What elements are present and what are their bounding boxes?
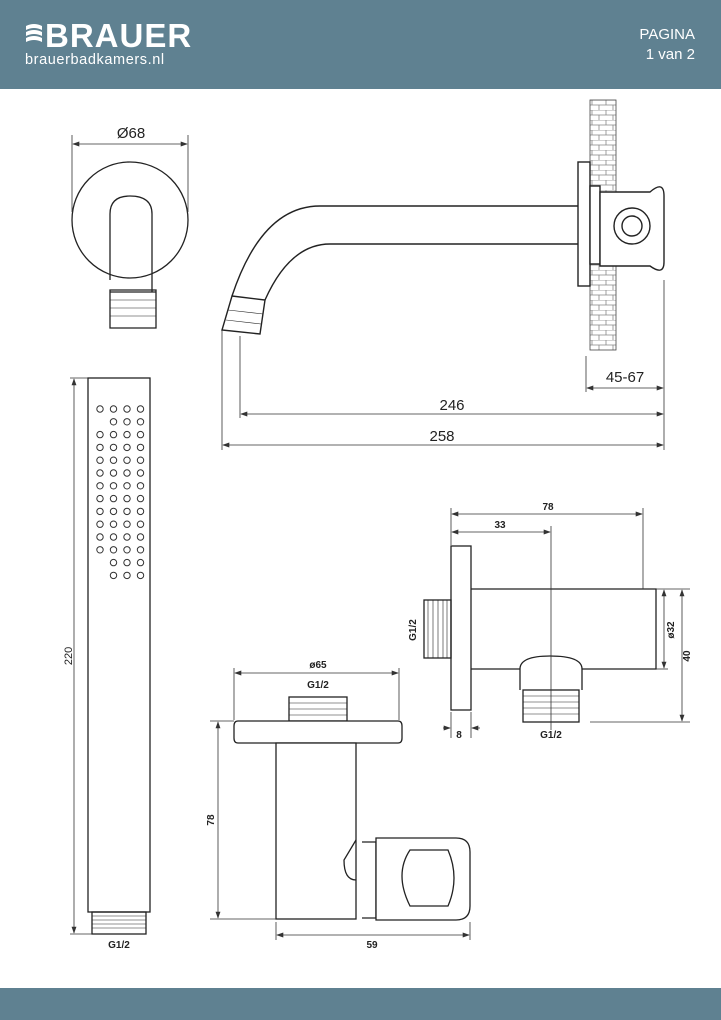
nozzle <box>109 430 118 439</box>
hand-shower <box>87 377 151 935</box>
nozzle <box>96 494 104 503</box>
label-outlet-height: 40 <box>682 650 693 662</box>
nozzle <box>123 558 131 567</box>
spout-front-view <box>71 161 189 329</box>
nozzle <box>109 533 118 541</box>
brand-logo[interactable]: BRAUER brauerbadkamers.nl <box>24 18 204 74</box>
nozzle <box>109 443 118 452</box>
nozzle <box>109 494 118 503</box>
nozzle <box>96 546 104 554</box>
nozzle <box>109 456 118 464</box>
nozzle <box>109 482 118 490</box>
nozzle <box>123 533 131 541</box>
nozzle <box>123 482 131 490</box>
nozzle <box>123 405 131 413</box>
nozzle <box>109 405 118 413</box>
nozzle <box>109 546 118 554</box>
label-base-depth: 59 <box>366 940 378 951</box>
nozzle <box>109 520 118 528</box>
nozzle <box>96 482 104 490</box>
nozzle <box>136 507 145 516</box>
nozzle <box>96 456 104 464</box>
label-shower-thread: G1/2 <box>108 940 130 951</box>
nozzle <box>136 533 145 541</box>
header-bar: BRAUER brauerbadkamers.nl PAGINA 1 van 2 <box>0 0 721 89</box>
nozzle <box>123 494 131 503</box>
nozzle <box>136 405 145 413</box>
nozzle <box>109 469 118 477</box>
nozzle <box>96 469 104 477</box>
nozzle <box>96 430 104 439</box>
label-base-thread: G1/2 <box>307 680 329 691</box>
label-length-inner: 246 <box>439 397 464 414</box>
dim-shower-length <box>70 377 92 935</box>
nozzle <box>123 418 131 426</box>
brand-name: BRAUER <box>45 17 193 54</box>
nozzle <box>136 469 145 477</box>
nozzle <box>136 456 145 464</box>
holder-base <box>233 696 471 921</box>
nozzle <box>123 520 131 528</box>
nozzle <box>136 571 145 580</box>
nozzle <box>96 533 104 541</box>
page-indicator: PAGINA 1 van 2 <box>639 25 695 65</box>
spout-side-view <box>221 161 665 335</box>
label-base-height: 78 <box>206 814 217 826</box>
page-number: 1 van 2 <box>645 46 695 63</box>
nozzle <box>123 571 131 580</box>
nozzle <box>136 482 145 490</box>
label-outlet-plate: 8 <box>456 730 462 741</box>
wall-outlet <box>423 545 657 723</box>
nozzle <box>136 546 145 554</box>
nozzle <box>123 507 131 516</box>
label-spout-diameter: Ø68 <box>117 125 145 142</box>
nozzle <box>109 418 118 426</box>
label-outlet-thread-side: G1/2 <box>408 619 419 641</box>
nozzle <box>136 558 145 567</box>
dim-spout-lengths <box>221 280 665 450</box>
dim-holder-base <box>210 668 471 940</box>
nozzle <box>123 546 131 554</box>
nozzle <box>136 443 145 452</box>
nozzle <box>96 520 104 528</box>
label-outlet-thread-bottom: G1/2 <box>540 730 562 741</box>
label-outlet-width: 78 <box>542 502 554 513</box>
footer-bar <box>0 988 721 1020</box>
nozzle <box>109 558 118 567</box>
nozzle <box>109 571 118 580</box>
nozzle <box>96 443 104 452</box>
nozzle <box>136 430 145 439</box>
nozzle <box>123 456 131 464</box>
nozzle <box>96 507 104 516</box>
page-label: PAGINA <box>639 26 695 43</box>
nozzle <box>136 494 145 503</box>
nozzle <box>136 520 145 528</box>
label-length-total: 258 <box>429 428 454 445</box>
label-wall-depth: 45-67 <box>606 369 644 386</box>
label-base-diameter: ø65 <box>309 660 327 671</box>
brand-url[interactable]: brauerbadkamers.nl <box>25 52 165 68</box>
label-outlet-offset: 33 <box>494 520 506 531</box>
nozzle <box>123 469 131 477</box>
nozzle <box>123 443 131 452</box>
shower-nozzles <box>96 405 145 580</box>
dim-outlet <box>443 508 690 738</box>
nozzle <box>96 405 104 413</box>
label-outlet-diameter: ø32 <box>666 621 677 639</box>
nozzle <box>109 507 118 516</box>
nozzle <box>136 418 145 426</box>
brauer-logo-icon <box>26 24 42 42</box>
label-shower-length: 220 <box>63 647 75 665</box>
dim-spout-diameter <box>71 135 189 212</box>
nozzle <box>123 430 131 439</box>
